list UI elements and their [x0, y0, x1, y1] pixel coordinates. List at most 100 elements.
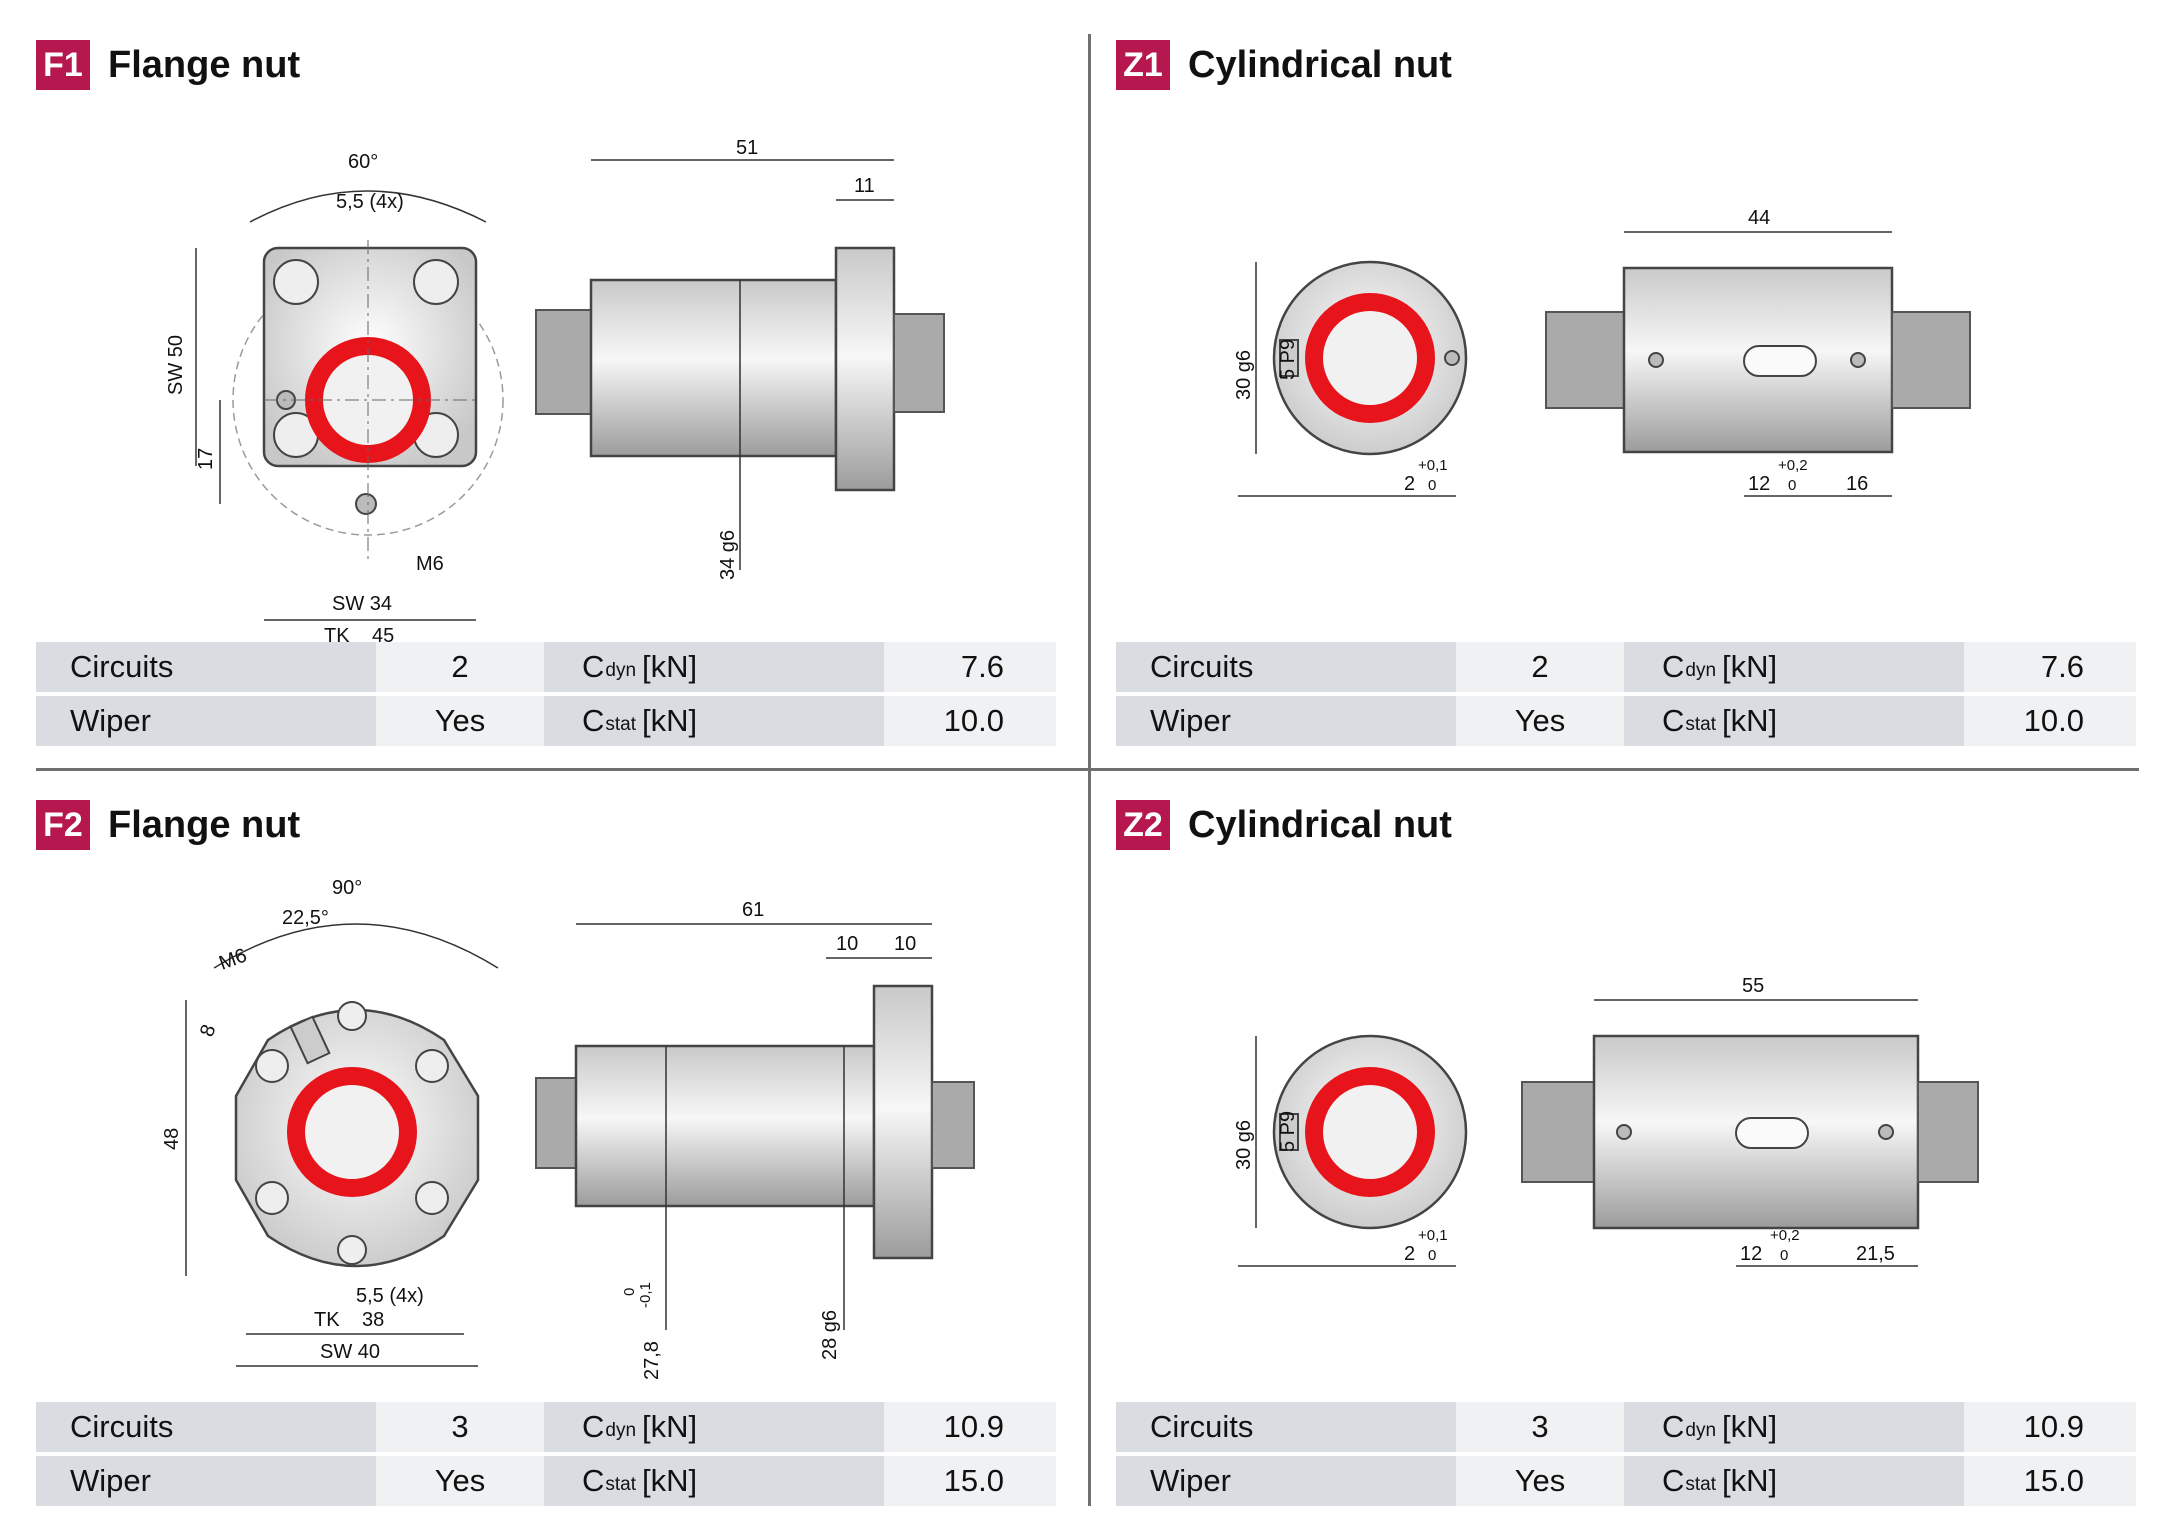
dim-label: TK	[314, 1309, 340, 1331]
spec-unit: [kN]	[1722, 1463, 1778, 1498]
dim-label: 16	[1846, 473, 1868, 495]
dim-label: 8	[196, 1022, 220, 1040]
dim-label: -0,1	[637, 1282, 654, 1308]
flange-nut-drawing: 90° 22,5° M6 8 48 5,5 (4x) TK 38 SW 40 6…	[161, 877, 975, 1380]
dim-label: 5 P9	[1277, 1111, 1299, 1152]
dim-label: 2	[1404, 1243, 1415, 1265]
dim-label: 5,5 (4x)	[356, 1285, 424, 1307]
spec-symbol: C	[1662, 1409, 1685, 1444]
dim-label: 60°	[348, 151, 378, 173]
spec-label: Wiper	[36, 1456, 376, 1506]
spec-value: 15.0	[884, 1456, 1056, 1506]
dim-label: 0	[1428, 1247, 1436, 1264]
dim-label: 51	[736, 137, 758, 159]
dim-label: 55	[1742, 975, 1764, 997]
spec-label: Circuits	[1116, 642, 1456, 692]
spec-label: Circuits	[1116, 1402, 1456, 1452]
dim-label: +0,2	[1770, 1227, 1800, 1244]
dim-label: 27,8	[641, 1341, 663, 1380]
spec-subscript: dyn	[605, 660, 637, 681]
flange-nut-drawing: 60° 5,5 (4x) SW 50 17 M6 SW 34 TK 45 51 …	[165, 137, 945, 651]
cylindrical-nut-drawing: 30 g6 5 P9 2 +0,1 0 55 12 +0,2 0 21,5	[1233, 975, 1979, 1267]
panel-f1: F1 Flange nut	[36, 40, 1066, 770]
spec-unit: [kN]	[642, 1463, 698, 1498]
spec-subscript: stat	[605, 1474, 637, 1495]
dim-label: 61	[742, 899, 764, 921]
spec-label: Wiper	[36, 696, 376, 746]
spec-subscript: stat	[1685, 714, 1717, 735]
spec-subscript: stat	[1685, 1474, 1717, 1495]
panel-header: F2 Flange nut	[36, 800, 300, 850]
spec-value: 2	[1456, 642, 1624, 692]
panel-title: Flange nut	[108, 43, 301, 86]
spec-symbol: C	[1662, 649, 1685, 684]
spec-unit: [kN]	[1722, 1409, 1778, 1444]
dim-label: M6	[216, 945, 250, 975]
dim-label: 0	[1428, 477, 1436, 494]
spec-value: 3	[1456, 1402, 1624, 1452]
panel-header: F1 Flange nut	[36, 40, 300, 90]
spec-label: Wiper	[1116, 1456, 1456, 1506]
spec-value: 7.6	[1964, 642, 2136, 692]
dim-label: 38	[362, 1309, 384, 1331]
dim-label: 44	[1748, 207, 1770, 229]
technical-drawing: 60° 5,5 (4x) SW 50 17 M6 SW 34 TK 45 51 …	[36, 100, 1066, 660]
spec-subscript: stat	[605, 714, 637, 735]
spec-unit: [kN]	[642, 649, 698, 684]
dim-label: 2	[1404, 473, 1415, 495]
spec-label: Wiper	[1116, 696, 1456, 746]
dim-label: +0,1	[1418, 457, 1448, 474]
dim-label: +0,1	[1418, 1227, 1448, 1244]
spec-value: 15.0	[1964, 1456, 2136, 1506]
panel-badge: Z2	[1116, 800, 1170, 850]
technical-drawing: 30 g6 5 P9 2 +0,1 0 44 12 +0,2 0 16	[1116, 100, 2146, 660]
dim-label: 48	[161, 1128, 183, 1150]
spec-symbol: C	[582, 649, 605, 684]
panel-title: Cylindrical nut	[1188, 803, 1452, 846]
dim-label: 11	[854, 175, 875, 197]
dim-label: TK	[324, 625, 350, 647]
spec-subscript: dyn	[605, 1420, 637, 1441]
technical-drawing: 90° 22,5° M6 8 48 5,5 (4x) TK 38 SW 40 6…	[36, 860, 1066, 1420]
dim-label: +0,2	[1778, 457, 1808, 474]
spec-symbol: C	[582, 1463, 605, 1498]
spec-value: Yes	[1456, 696, 1624, 746]
spec-label: Circuits	[36, 642, 376, 692]
dim-label: 17	[195, 448, 217, 470]
cylindrical-nut-drawing: 30 g6 5 P9 2 +0,1 0 44 12 +0,2 0 16	[1233, 207, 1971, 497]
spec-value: 10.0	[884, 696, 1056, 746]
spec-value: 10.9	[884, 1402, 1056, 1452]
spec-value: Yes	[376, 1456, 544, 1506]
dim-label: 5 P9	[1277, 339, 1299, 380]
spec-subscript: dyn	[1685, 660, 1717, 681]
dim-label: SW 50	[165, 335, 187, 395]
dim-label: 28 g6	[819, 1310, 841, 1360]
spec-unit: [kN]	[642, 1409, 698, 1444]
spec-value: 7.6	[884, 642, 1056, 692]
spec-symbol: C	[1662, 703, 1685, 738]
dim-label: SW 40	[320, 1341, 380, 1363]
spec-unit: [kN]	[1722, 649, 1778, 684]
dim-label: 30 g6	[1233, 350, 1255, 400]
panel-header: Z1 Cylindrical nut	[1116, 40, 1452, 90]
spec-value: 10.0	[1964, 696, 2136, 746]
dim-label: 0	[1780, 1247, 1788, 1264]
spec-value: Yes	[1456, 1456, 1624, 1506]
spec-value: Yes	[376, 696, 544, 746]
dim-label: M6	[416, 553, 444, 575]
dim-label: 10	[894, 933, 916, 955]
panel-badge: Z1	[1116, 40, 1170, 90]
dim-label: 30 g6	[1233, 1120, 1255, 1170]
